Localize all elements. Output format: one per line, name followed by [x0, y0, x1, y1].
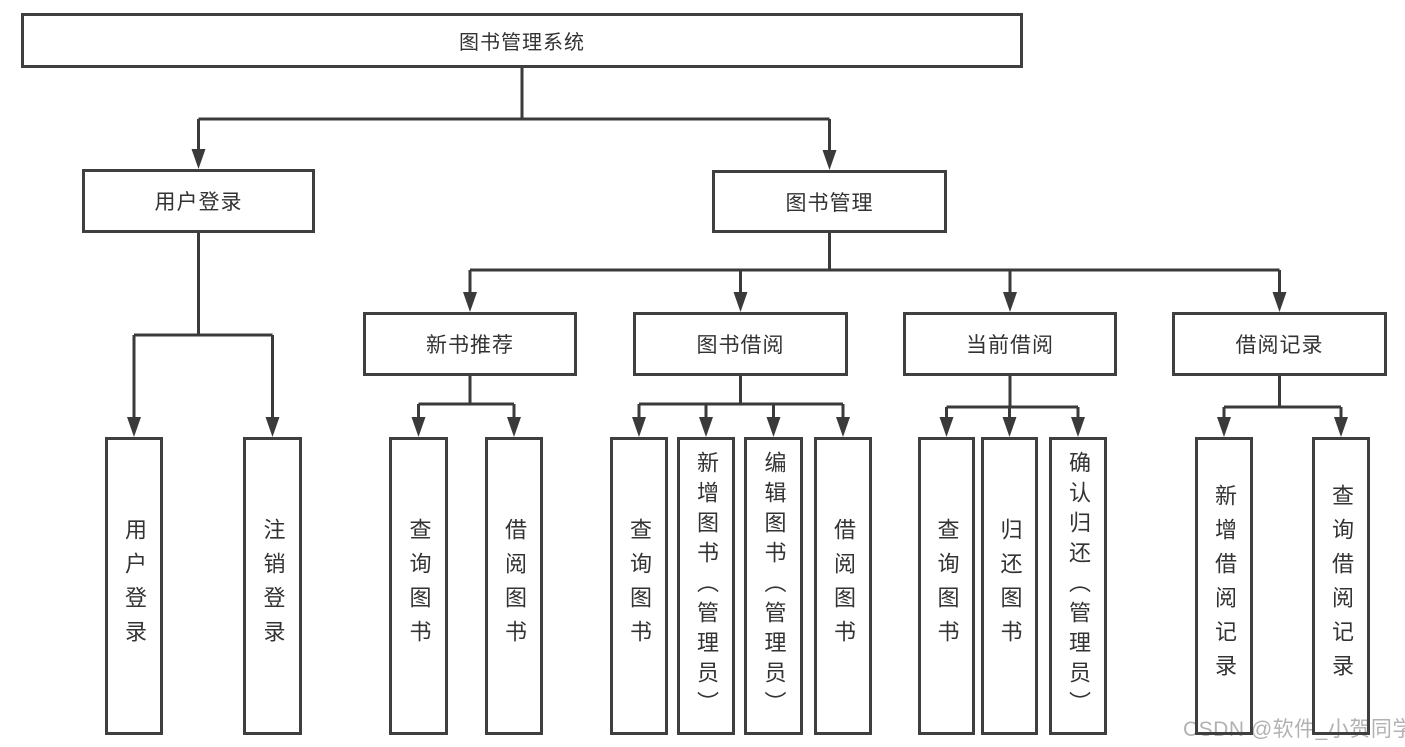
node-label: 新书推荐 [426, 334, 514, 357]
arrowhead [699, 417, 713, 437]
connector-root-to-level2 [191, 68, 837, 170]
csdn-watermark: CSDN @软件_小贺同学 [1183, 718, 1405, 741]
leaf-borrow-query-books: 查询图书 [610, 437, 668, 735]
connector-book-mgmt-children [463, 233, 1287, 312]
node-label: 图书管理 [785, 191, 874, 215]
arrowhead [1002, 417, 1017, 437]
connector-borrow-record-children [1217, 376, 1348, 437]
node-label: 归还图书 [997, 518, 1023, 654]
node-label: 当前借阅 [966, 334, 1054, 357]
node-label: 查询图书 [627, 518, 652, 654]
node-label: 借阅图书 [502, 518, 527, 654]
arrowhead [411, 417, 426, 437]
arrowhead [265, 417, 280, 437]
node-label: 借阅图书 [831, 518, 856, 654]
arrowhead [191, 149, 206, 169]
node-book-borrow: 图书借阅 [633, 312, 848, 376]
node-label: 新增借阅记录 [1212, 484, 1237, 688]
leaf-newbook-query-books: 查询图书 [389, 437, 448, 735]
node-label: 查询借阅记录 [1329, 484, 1354, 688]
connector-user-login-children [127, 233, 280, 437]
node-borrow-records: 借阅记录 [1172, 312, 1387, 376]
leaf-records-add-record: 新增借阅记录 [1195, 437, 1253, 735]
leaf-user-login: 用户登录 [105, 437, 163, 735]
arrowhead [822, 150, 837, 170]
node-label: 查询图书 [406, 518, 432, 654]
node-label: 新增图书（管理员） [694, 451, 719, 721]
connector-new-book-children [411, 376, 521, 437]
node-book-management: 图书管理 [712, 170, 947, 233]
arrowhead [1071, 417, 1085, 437]
arrowhead [766, 417, 781, 437]
node-label: 图书管理系统 [459, 32, 585, 54]
node-label: 查询图书 [934, 518, 960, 654]
leaf-current-return-books: 归还图书 [981, 437, 1038, 735]
arrowhead [507, 417, 521, 437]
connector-current-borrow-children [939, 376, 1085, 437]
arrowhead [127, 417, 141, 437]
node-label: 用户登录 [122, 518, 147, 654]
leaf-borrow-borrow-books: 借阅图书 [814, 437, 872, 735]
arrowhead [939, 417, 954, 437]
node-user-login: 用户登录 [82, 169, 315, 233]
arrowhead [1217, 417, 1231, 437]
connector-book-borrow-children [632, 376, 850, 437]
arrowhead [733, 292, 748, 312]
node-root-system: 图书管理系统 [21, 13, 1023, 68]
node-label: 借阅记录 [1235, 334, 1324, 357]
leaf-current-confirm-return-admin: 确认归还（管理员） [1049, 437, 1107, 735]
node-label: 编辑图书（管理员） [761, 451, 787, 721]
arrowhead [1334, 417, 1348, 437]
arrowhead [1272, 292, 1287, 312]
arrowhead [1003, 292, 1017, 312]
leaf-borrow-edit-books-admin: 编辑图书（管理员） [744, 437, 803, 735]
leaf-current-query-books: 查询图书 [918, 437, 975, 735]
node-label: 用户登录 [154, 191, 243, 214]
arrowhead [463, 292, 477, 312]
node-label: 注销登录 [260, 518, 286, 654]
node-label: 图书借阅 [696, 334, 785, 357]
node-label: 确认归还（管理员） [1066, 451, 1091, 721]
leaf-records-query-record: 查询借阅记录 [1312, 437, 1370, 735]
arrowhead [632, 417, 646, 437]
leaf-newbook-borrow-books: 借阅图书 [485, 437, 543, 735]
arrowhead [836, 417, 850, 437]
leaf-borrow-add-books-admin: 新增图书（管理员） [677, 437, 735, 735]
leaf-logout: 注销登录 [243, 437, 302, 735]
node-new-book-recommend: 新书推荐 [363, 312, 577, 376]
node-current-borrow: 当前借阅 [903, 312, 1117, 376]
